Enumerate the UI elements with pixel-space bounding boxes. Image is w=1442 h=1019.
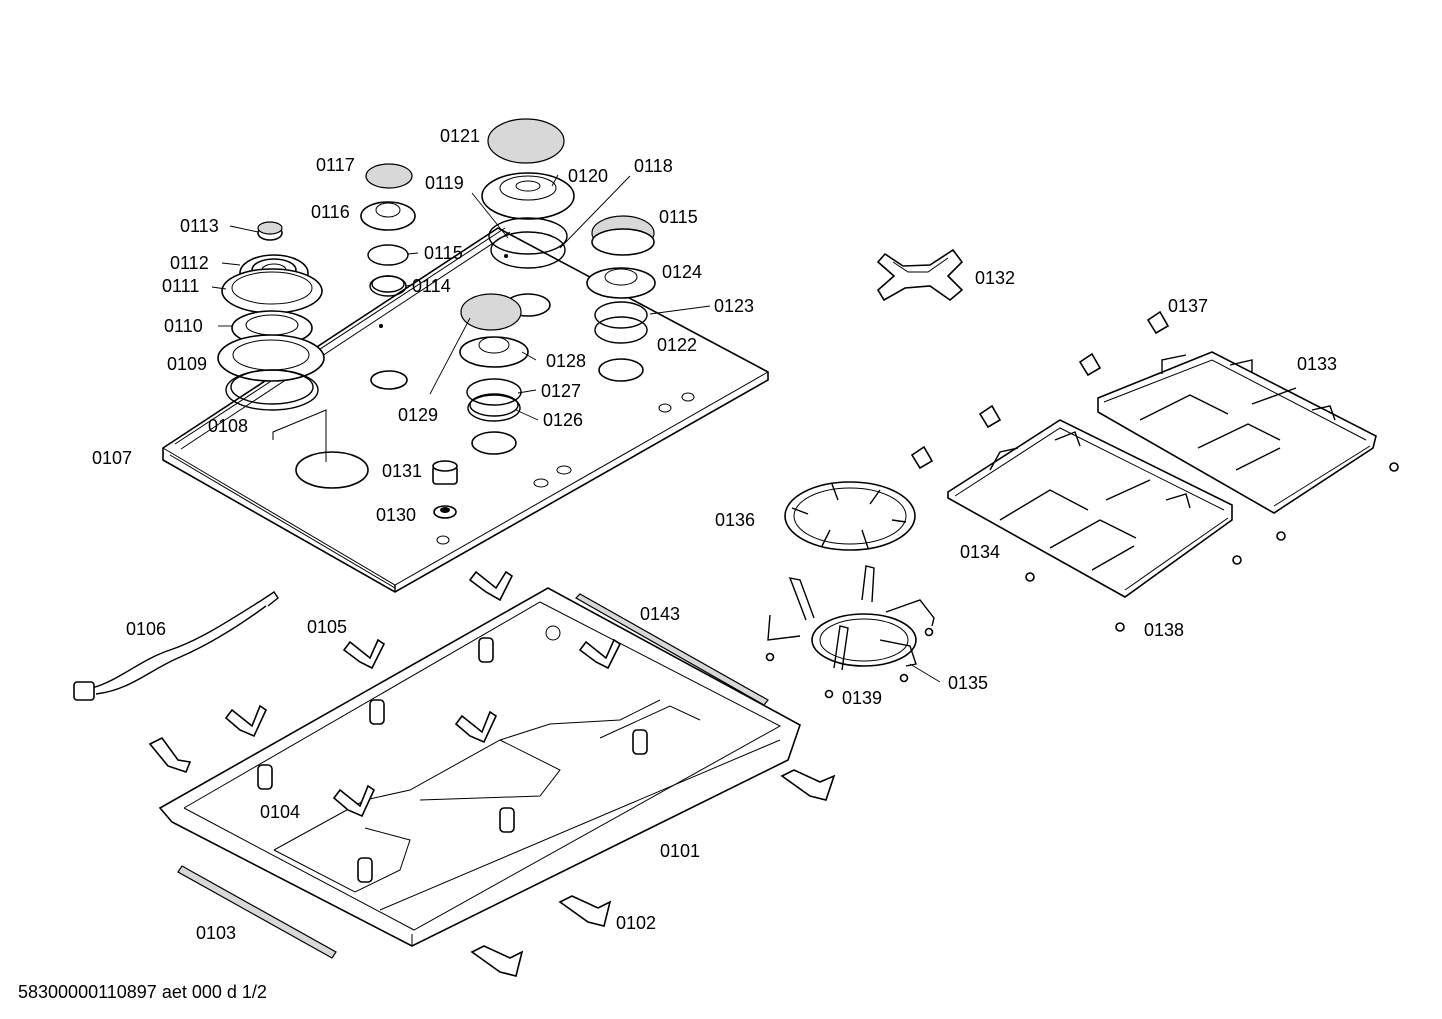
label-0134: 0134 xyxy=(960,542,1000,562)
label-0111: 0111 xyxy=(162,276,199,296)
label-0101: 0101 xyxy=(660,841,700,861)
label-0104: 0104 xyxy=(260,802,300,822)
power-cord xyxy=(73,591,279,701)
label-0119: 0119 xyxy=(425,173,464,193)
label-0130: 0130 xyxy=(376,505,416,525)
label-0113: 0113 xyxy=(180,216,219,236)
label-0127: 0127 xyxy=(541,381,581,401)
label-0128: 0128 xyxy=(546,351,586,371)
label-0105: 0105 xyxy=(307,617,347,637)
fixing-clamps xyxy=(148,570,836,977)
label-0112: 0112 xyxy=(170,253,209,273)
label-0121: 0121 xyxy=(440,126,480,146)
label-0124: 0124 xyxy=(662,262,702,282)
label-0137: 0137 xyxy=(1168,296,1208,316)
grate-clips xyxy=(910,310,1170,470)
front-center-burner-assembly xyxy=(459,293,529,422)
small-caps xyxy=(432,460,458,519)
label-0118: 0118 xyxy=(634,156,673,176)
left-burner-assembly xyxy=(217,221,325,411)
wok-support xyxy=(876,248,964,302)
label-0143: 0143 xyxy=(640,604,680,624)
label-0106: 0106 xyxy=(126,619,166,639)
seal-strips xyxy=(177,593,769,959)
label-0129: 0129 xyxy=(398,405,438,425)
label-0115a: 0115 xyxy=(424,243,463,263)
label-0108: 0108 xyxy=(208,416,248,436)
back-left-burner-assembly xyxy=(360,163,416,297)
base-tray xyxy=(158,587,801,947)
label-0109: 0109 xyxy=(167,354,207,374)
document-code: 58300000110897 aet 000 d 1/2 xyxy=(18,982,267,1002)
label-0139: 0139 xyxy=(842,688,882,708)
label-0123: 0123 xyxy=(714,296,754,316)
pan-support-grates xyxy=(947,351,1399,632)
wok-ring xyxy=(784,481,916,551)
label-0131: 0131 xyxy=(382,461,422,481)
label-0114: 0114 xyxy=(412,276,451,296)
label-0117: 0117 xyxy=(316,155,355,175)
label-0122: 0122 xyxy=(657,335,697,355)
leader-lines xyxy=(211,174,941,683)
label-0135: 0135 xyxy=(948,673,988,693)
cooktop-top-plate xyxy=(162,227,769,593)
right-burner-assembly xyxy=(586,215,656,344)
label-0132: 0132 xyxy=(975,268,1015,288)
back-center-burner-assembly xyxy=(481,118,575,269)
label-0110: 0110 xyxy=(164,316,203,336)
label-0103: 0103 xyxy=(196,923,236,943)
wok-support-stand xyxy=(765,565,935,699)
label-0102: 0102 xyxy=(616,913,656,933)
label-0116: 0116 xyxy=(311,202,350,222)
label-0107: 0107 xyxy=(92,448,132,468)
label-0126: 0126 xyxy=(543,410,583,430)
label-0138: 0138 xyxy=(1144,620,1184,640)
part-labels: 0121 0117 0119 0120 0118 0116 0115 0115 … xyxy=(92,126,1337,943)
label-0115b: 0115 xyxy=(659,207,698,227)
label-0120: 0120 xyxy=(568,166,608,186)
label-0136: 0136 xyxy=(715,510,755,530)
label-0133: 0133 xyxy=(1297,354,1337,374)
